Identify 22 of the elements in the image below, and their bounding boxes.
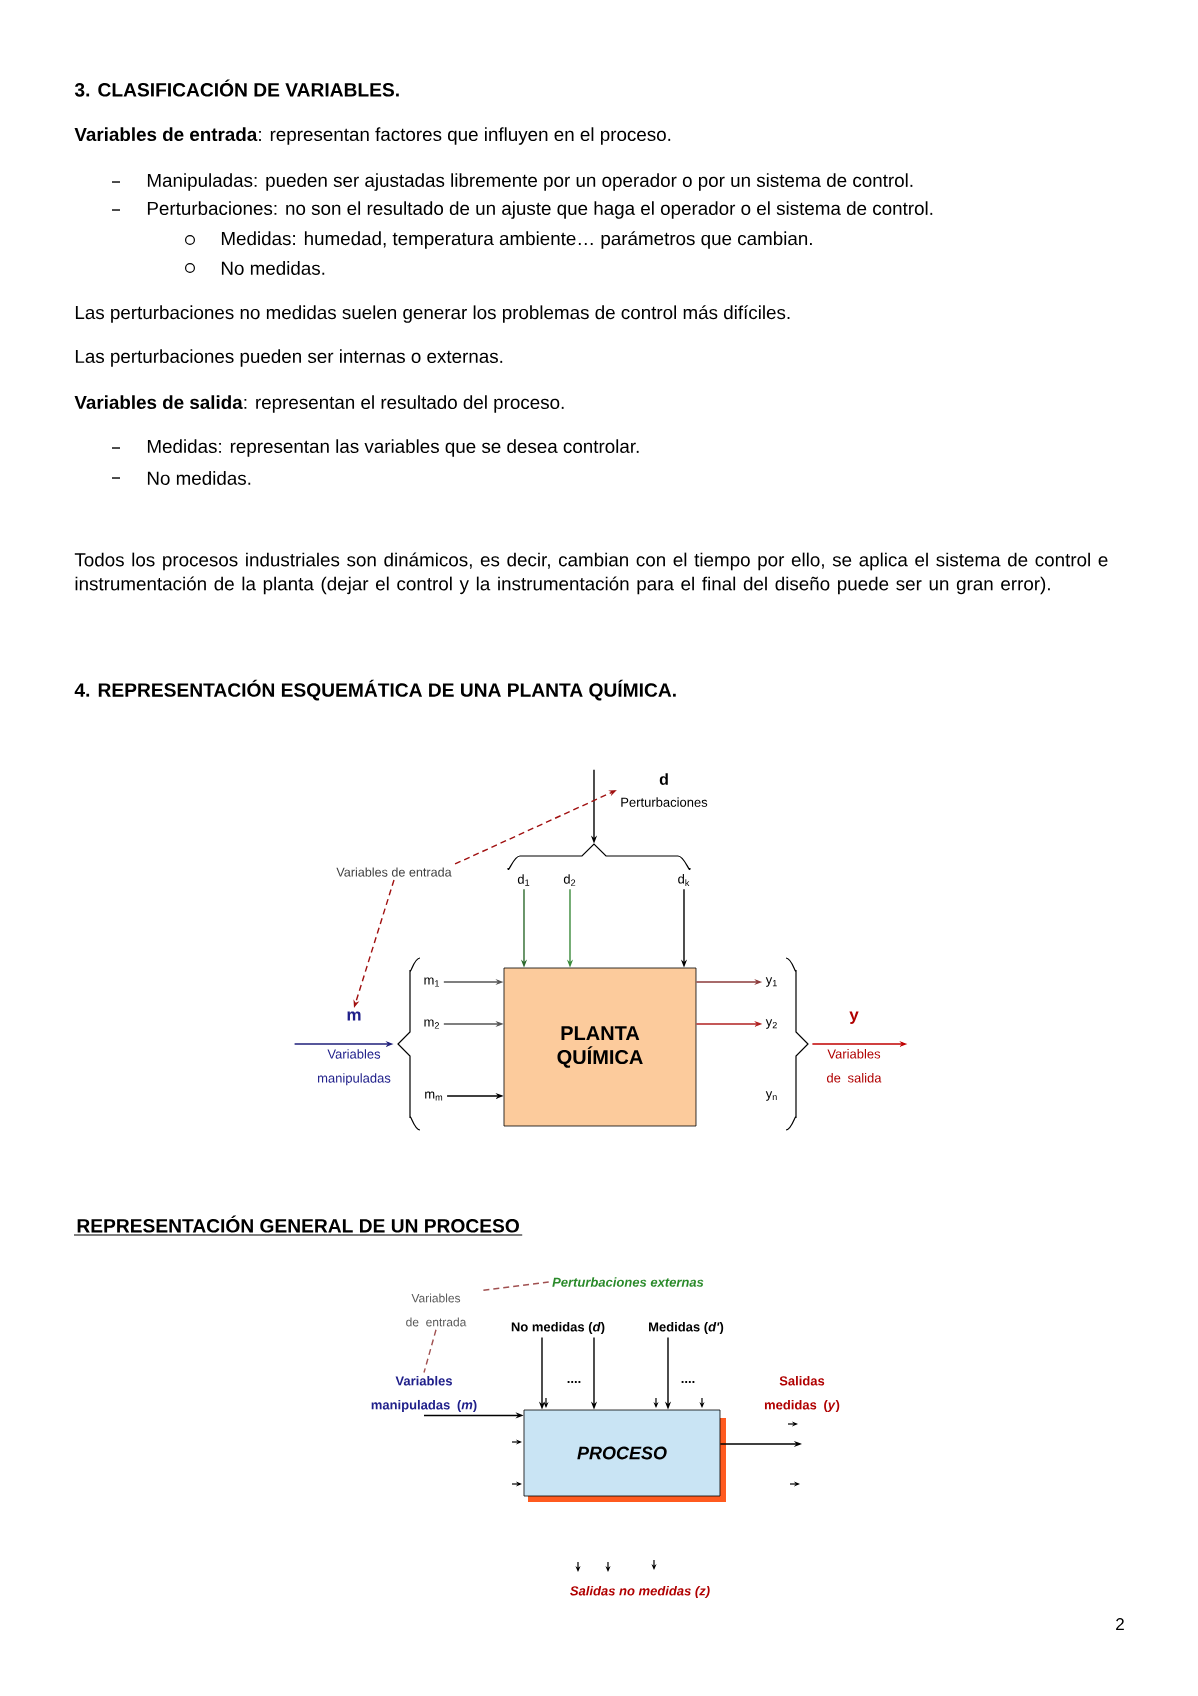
leader-line (423, 1329, 437, 1374)
paragraph: Variables de salida: representan el resultado del proceso. (74, 395, 564, 413)
leader-line (482, 1281, 550, 1291)
list-item: Medidas: humedad, temperatura ambiente… parámetros que cambian. (221, 231, 812, 249)
paragraph: Todos los procesos industriales son dinámicos, es decir, cambian con el tiempo por ello, se aplica el sistema de control e instrumentación de la planta (dejar el control y la instrumentación para el final del diseño puede ser un gran error). (74, 552, 1108, 595)
paragraph: Las perturbaciones no medidas suelen generar los problemas de control más difíciles. (75, 305, 790, 323)
list-item: Perturbaciones: no son el resultado de un ajuste que haga el operador o el sistema de control. (147, 201, 933, 219)
list-item: Manipuladas: pueden ser ajustadas libremente por un operador o por un sistema de control. (147, 173, 913, 191)
process-box: PLANTA QUÍMICA (503, 967, 697, 1127)
process-box: PROCESO (523, 1409, 726, 1502)
section-heading: 4. REPRESENTACIÓN ESQUEMÁTICA DE UNA PLANTA QUÍMICA. (74, 679, 676, 701)
brace (397, 957, 421, 1131)
list-item: No medidas. (221, 261, 325, 275)
paragraph: Las perturbaciones pueden ser internas o externas. (75, 349, 503, 367)
list-item: Medidas: representan las variables que se desea controlar. (147, 439, 639, 457)
brace (507, 843, 691, 871)
section-heading: REPRESENTACIÓN GENERAL DE UN PROCESO (73, 1215, 523, 1236)
page-number: 2 (1116, 1618, 1124, 1630)
paragraph: Variables de entrada: representan factores que influyen en el proceso. (74, 127, 671, 145)
section-heading: 3. CLASIFICACIÓN DE VARIABLES. (74, 79, 399, 97)
list-item: No medidas. (147, 471, 251, 485)
brace (785, 957, 809, 1131)
